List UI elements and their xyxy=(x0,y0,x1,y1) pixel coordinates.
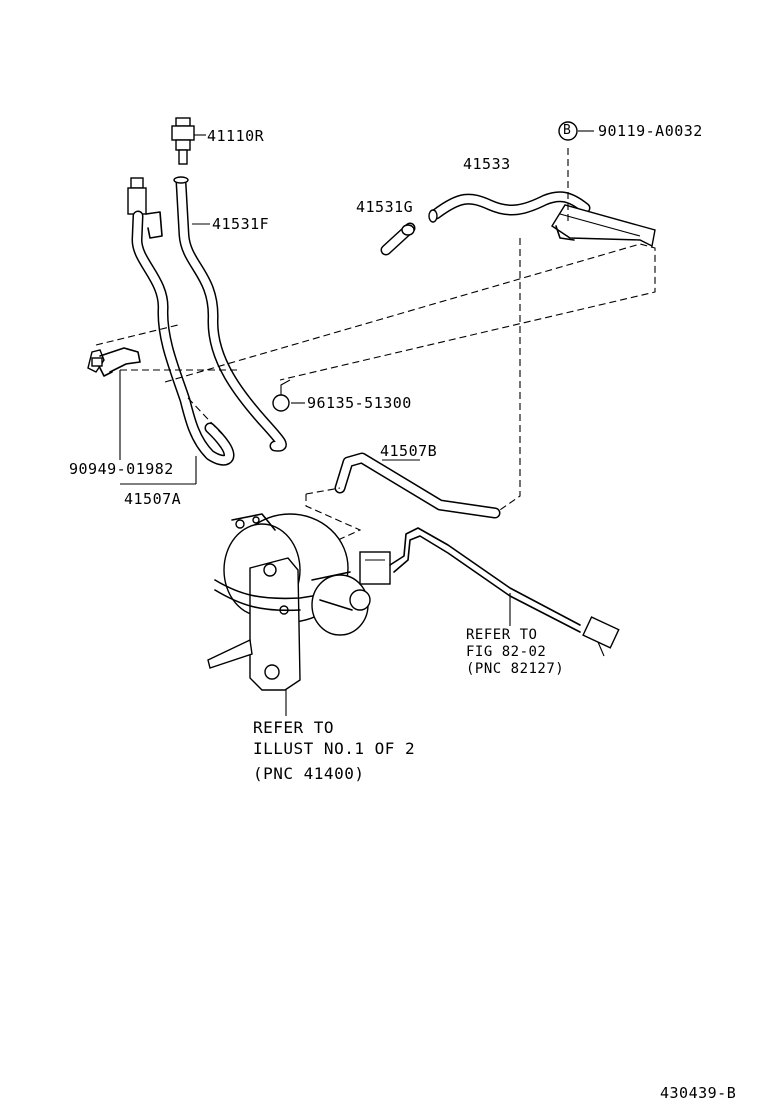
clamp-90949 xyxy=(87,347,141,377)
hose-41533 xyxy=(428,148,656,248)
hose-41531g xyxy=(380,222,416,256)
label-41531f: 41531F xyxy=(212,215,270,233)
pipe-41507b xyxy=(334,452,501,519)
label-90119: 90119-A0032 xyxy=(598,122,703,140)
vacuum-pump-assembly xyxy=(207,513,620,716)
note-illust-ref: REFER TO ILLUST NO.1 OF 2 (PNC 41400) xyxy=(253,718,415,784)
note-illust-ref-line3: (PNC 41400) xyxy=(253,763,365,783)
note-fig-ref-line2: FIG 82-02 xyxy=(466,643,547,660)
label-41110r: 41110R xyxy=(207,127,265,145)
callout-b-letter: B xyxy=(563,123,572,138)
hose-41531f xyxy=(173,176,287,452)
dashed-guides xyxy=(95,238,656,541)
note-fig-ref: REFER TO FIG 82-02 (PNC 82127) xyxy=(466,627,564,677)
label-96135: 96135-51300 xyxy=(307,394,412,412)
callout-b xyxy=(558,121,594,141)
note-illust-ref-line1: REFER TO xyxy=(253,718,335,737)
label-41507a: 41507A xyxy=(124,490,182,508)
note-fig-ref-line3: (PNC 82127) xyxy=(466,660,565,677)
hose-41507a xyxy=(119,177,235,485)
note-fig-ref-line1: REFER TO xyxy=(466,627,538,643)
label-90949: 90949-01982 xyxy=(69,460,174,478)
label-41507b: 41507B xyxy=(380,442,438,460)
figure-id: 430439-B xyxy=(660,1084,737,1102)
note-illust-ref-line2: ILLUST NO.1 OF 2 xyxy=(253,738,416,758)
label-41533: 41533 xyxy=(463,155,511,173)
vent-valve-41110r xyxy=(171,117,206,165)
clip-96135 xyxy=(272,379,305,412)
label-41531g: 41531G xyxy=(356,198,414,216)
